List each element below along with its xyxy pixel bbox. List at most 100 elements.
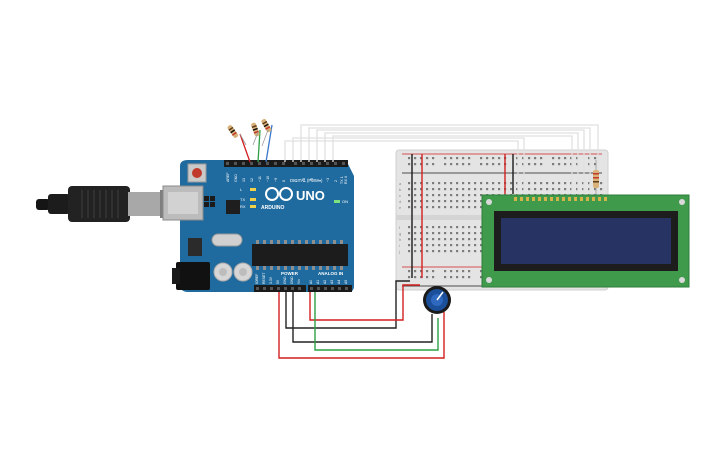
breadboard-hole[interactable]	[474, 194, 477, 197]
breadboard-hole[interactable]	[414, 157, 417, 160]
breadboard-hole[interactable]	[438, 206, 441, 209]
lcd-pin[interactable]	[514, 197, 517, 201]
breadboard-hole[interactable]	[450, 270, 453, 273]
breadboard-hole[interactable]	[540, 182, 543, 185]
breadboard-hole[interactable]	[594, 163, 597, 166]
breadboard-hole[interactable]	[408, 270, 411, 273]
breadboard-hole[interactable]	[444, 250, 447, 253]
breadboard-hole[interactable]	[462, 250, 465, 253]
breadboard-hole[interactable]	[456, 157, 459, 160]
breadboard-hole[interactable]	[432, 226, 435, 229]
breadboard-hole[interactable]	[480, 163, 483, 166]
breadboard-hole[interactable]	[546, 182, 549, 185]
breadboard-hole[interactable]	[486, 188, 489, 191]
breadboard-hole[interactable]	[432, 200, 435, 203]
breadboard-hole[interactable]	[558, 182, 561, 185]
breadboard-hole[interactable]	[558, 157, 561, 160]
breadboard-hole[interactable]	[552, 163, 555, 166]
breadboard-hole[interactable]	[468, 244, 471, 247]
breadboard-hole[interactable]	[486, 163, 489, 166]
breadboard-hole[interactable]	[570, 182, 573, 185]
breadboard-hole[interactable]	[426, 200, 429, 203]
lcd-pin[interactable]	[538, 197, 541, 201]
breadboard-hole[interactable]	[522, 163, 525, 166]
breadboard-hole[interactable]	[534, 163, 537, 166]
lcd-pin-header[interactable]	[514, 197, 607, 201]
backlight-resistor[interactable]	[593, 160, 599, 200]
breadboard-hole[interactable]	[450, 157, 453, 160]
breadboard-hole[interactable]	[432, 182, 435, 185]
breadboard-hole[interactable]	[474, 238, 477, 241]
breadboard-hole[interactable]	[570, 188, 573, 191]
digital-header[interactable]	[224, 160, 348, 167]
breadboard-hole[interactable]	[582, 182, 585, 185]
breadboard-hole[interactable]	[444, 276, 447, 279]
breadboard-hole[interactable]	[420, 200, 423, 203]
breadboard-hole[interactable]	[570, 163, 573, 166]
lcd-pin[interactable]	[562, 197, 565, 201]
breadboard-hole[interactable]	[444, 226, 447, 229]
breadboard-hole[interactable]	[432, 250, 435, 253]
breadboard-hole[interactable]	[438, 182, 441, 185]
breadboard-hole[interactable]	[468, 163, 471, 166]
lcd-pin[interactable]	[574, 197, 577, 201]
breadboard-hole[interactable]	[462, 270, 465, 273]
breadboard-hole[interactable]	[444, 270, 447, 273]
lcd-pin[interactable]	[604, 197, 607, 201]
breadboard-hole[interactable]	[408, 244, 411, 247]
breadboard-hole[interactable]	[450, 188, 453, 191]
breadboard-hole[interactable]	[414, 206, 417, 209]
lcd-pin[interactable]	[556, 197, 559, 201]
lcd-pin[interactable]	[598, 197, 601, 201]
breadboard-hole[interactable]	[582, 188, 585, 191]
breadboard-hole[interactable]	[474, 206, 477, 209]
breadboard-hole[interactable]	[558, 188, 561, 191]
breadboard-hole[interactable]	[486, 157, 489, 160]
breadboard-hole[interactable]	[420, 163, 423, 166]
breadboard-hole[interactable]	[516, 182, 519, 185]
breadboard-hole[interactable]	[420, 157, 423, 160]
breadboard-hole[interactable]	[408, 232, 411, 235]
breadboard-hole[interactable]	[474, 188, 477, 191]
breadboard-hole[interactable]	[438, 244, 441, 247]
breadboard-hole[interactable]	[564, 182, 567, 185]
breadboard-hole[interactable]	[456, 232, 459, 235]
breadboard-hole[interactable]	[420, 226, 423, 229]
breadboard-hole[interactable]	[444, 182, 447, 185]
breadboard-hole[interactable]	[480, 200, 483, 203]
breadboard-hole[interactable]	[468, 276, 471, 279]
breadboard-hole[interactable]	[462, 163, 465, 166]
breadboard-hole[interactable]	[468, 238, 471, 241]
breadboard-hole[interactable]	[420, 188, 423, 191]
breadboard-hole[interactable]	[498, 163, 501, 166]
breadboard-hole[interactable]	[588, 188, 591, 191]
breadboard-hole[interactable]	[528, 157, 531, 160]
breadboard-hole[interactable]	[528, 188, 531, 191]
breadboard-hole[interactable]	[498, 157, 501, 160]
breadboard-hole[interactable]	[450, 163, 453, 166]
breadboard-hole[interactable]	[474, 182, 477, 185]
breadboard-hole[interactable]	[480, 157, 483, 160]
breadboard-hole[interactable]	[462, 200, 465, 203]
breadboard-hole[interactable]	[444, 232, 447, 235]
lcd-pin[interactable]	[550, 197, 553, 201]
breadboard-hole[interactable]	[462, 238, 465, 241]
breadboard-hole[interactable]	[426, 163, 429, 166]
breadboard-hole[interactable]	[438, 188, 441, 191]
breadboard-hole[interactable]	[462, 194, 465, 197]
breadboard-hole[interactable]	[408, 206, 411, 209]
breadboard-hole[interactable]	[498, 182, 501, 185]
lcd-pin[interactable]	[586, 197, 589, 201]
breadboard-hole[interactable]	[432, 232, 435, 235]
breadboard-hole[interactable]	[564, 188, 567, 191]
breadboard-hole[interactable]	[474, 244, 477, 247]
breadboard-hole[interactable]	[426, 276, 429, 279]
breadboard-hole[interactable]	[468, 226, 471, 229]
lcd-pin[interactable]	[520, 197, 523, 201]
led-resistor-cluster[interactable]	[227, 118, 273, 163]
breadboard-hole[interactable]	[474, 250, 477, 253]
breadboard-hole[interactable]	[474, 232, 477, 235]
breadboard-hole[interactable]	[438, 238, 441, 241]
breadboard-hole[interactable]	[576, 163, 579, 166]
breadboard-hole[interactable]	[450, 244, 453, 247]
